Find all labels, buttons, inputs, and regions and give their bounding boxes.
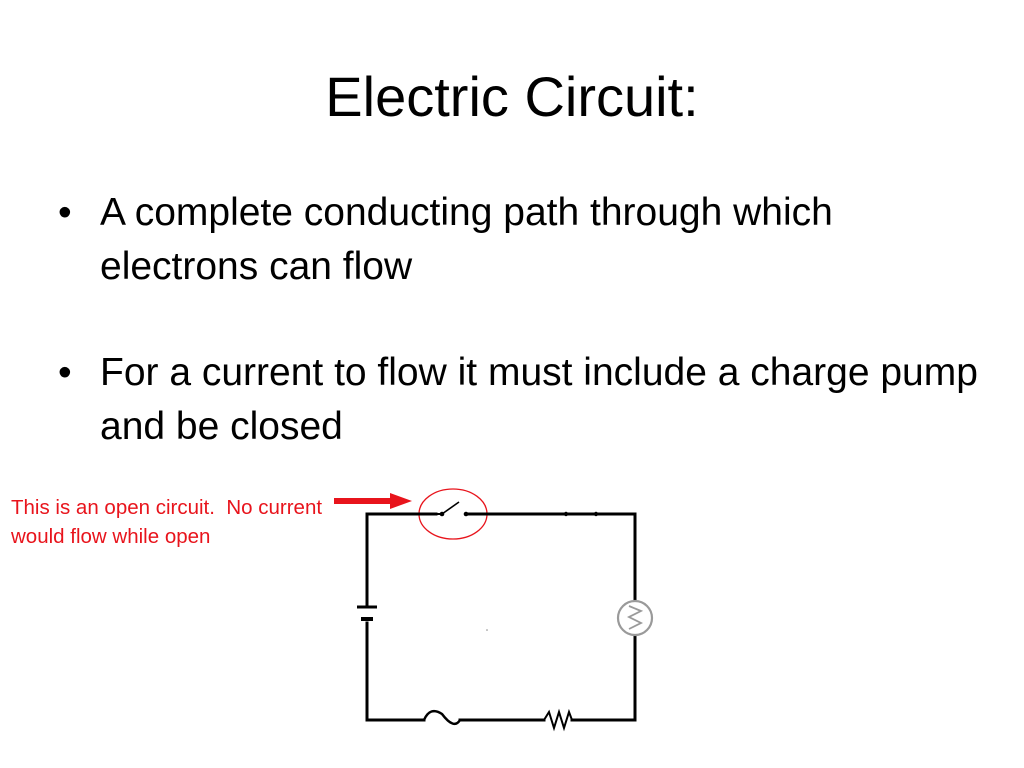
open-switch-icon — [436, 501, 469, 517]
bullet-text: For a current to flow it must include a … — [100, 351, 978, 448]
bullet-text: A complete conducting path through which… — [100, 191, 833, 288]
fuse-icon — [422, 709, 462, 726]
open-circuit-callout: This is an open circuit. No current woul… — [11, 496, 328, 548]
slide-title: Electric Circuit: — [325, 65, 699, 128]
contact-points-icon — [563, 511, 599, 517]
bullet-item: • A complete conducting path through whi… — [58, 186, 988, 294]
lamp-icon — [616, 599, 654, 637]
bullet-marker: • — [58, 191, 72, 234]
circuit-diagram — [334, 488, 654, 732]
battery-icon — [357, 605, 377, 621]
resistor-icon — [543, 708, 573, 732]
bullet-list: • A complete conducting path through whi… — [58, 186, 988, 454]
circuit-wires — [365, 512, 637, 722]
callout-arrow — [334, 493, 412, 509]
bullet-marker: • — [58, 351, 72, 394]
bullet-item: • For a current to flow it must include … — [58, 346, 988, 454]
stray-dot — [486, 629, 488, 631]
